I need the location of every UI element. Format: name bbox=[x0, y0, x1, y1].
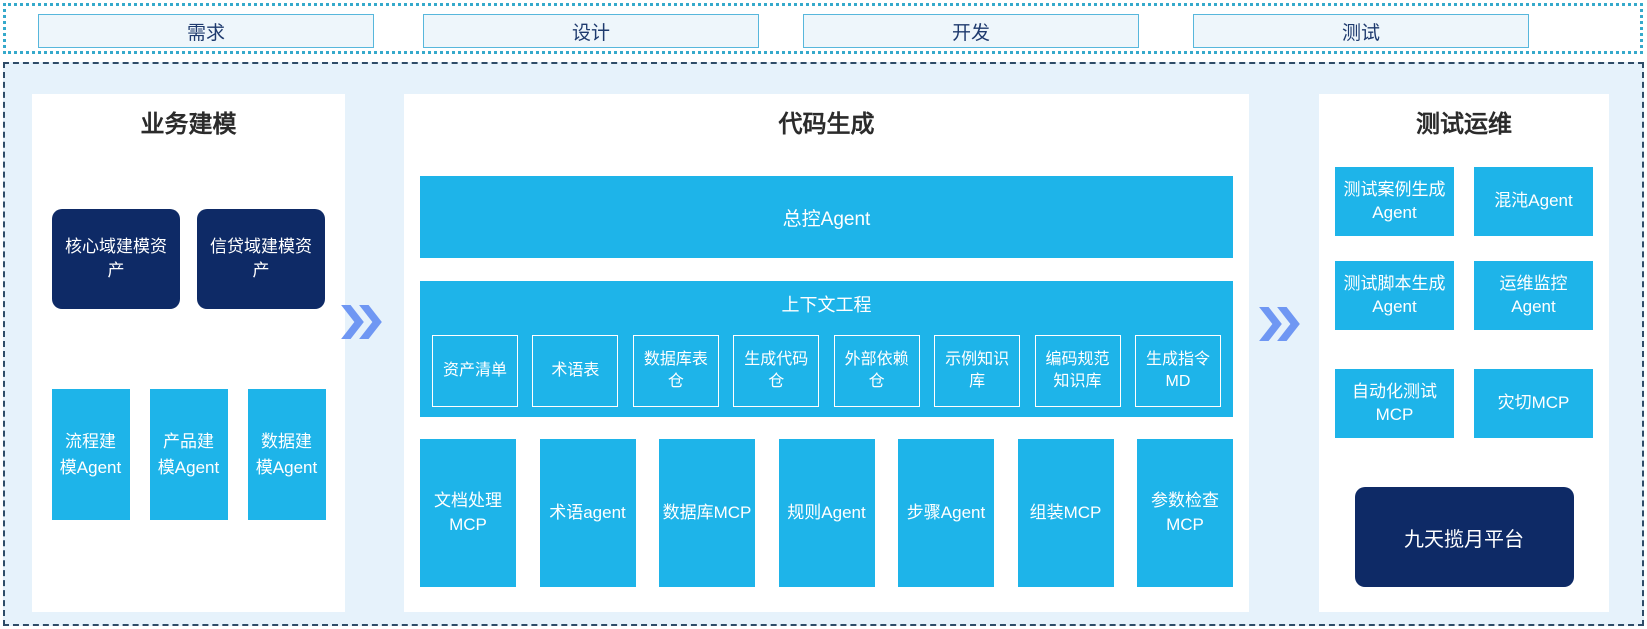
platform-jiutian-lanyue: 九天揽月平台 bbox=[1354, 487, 1574, 587]
box-chaos-agent: 混沌Agent bbox=[1474, 167, 1593, 236]
context-item-generated-code-repo: 生成代码仓 bbox=[733, 335, 820, 407]
box-disaster-switch-mcp: 灾切MCP bbox=[1474, 369, 1593, 438]
context-engineering-title: 上下文工程 bbox=[781, 295, 872, 315]
panel-test-ops: 测试运维 测试案例生成Agent 混沌Agent 测试脚本生成Agent 运维监… bbox=[1319, 94, 1609, 612]
panel-code-generation: 代码生成 总控Agent 上下文工程 资产清单 术语表 数据库表仓 生成代码仓 … bbox=[404, 94, 1249, 612]
tool-box-row: 文档处理MCP 术语agent 数据库MCP 规则Agent 步骤Agent 组… bbox=[420, 439, 1233, 587]
box-test-script-gen-agent: 测试脚本生成Agent bbox=[1335, 261, 1454, 330]
agent-product-modeling: 产品建模Agent bbox=[149, 389, 228, 520]
double-chevron-right-icon bbox=[339, 304, 383, 340]
test-ops-grid: 测试案例生成Agent 混沌Agent 测试脚本生成Agent 运维监控Agen… bbox=[1335, 167, 1593, 438]
context-item-glossary: 术语表 bbox=[532, 335, 619, 407]
box-automated-test-mcp: 自动化测试MCP bbox=[1335, 369, 1454, 438]
tool-param-check-mcp: 参数检查MCP bbox=[1137, 439, 1233, 587]
panel-title-business-modeling: 业务建模 bbox=[140, 111, 237, 138]
stage-development: 开发 bbox=[803, 14, 1139, 48]
panel-title-test-ops: 测试运维 bbox=[1416, 111, 1512, 138]
tool-terminology-agent: 术语agent bbox=[539, 439, 636, 587]
panel-title-code-generation: 代码生成 bbox=[778, 111, 875, 138]
agent-process-modeling: 流程建模Agent bbox=[51, 389, 130, 520]
box-ops-monitor-agent: 运维监控Agent bbox=[1474, 261, 1593, 330]
stage-design: 设计 bbox=[423, 14, 759, 48]
modeling-agent-row: 流程建模Agent 产品建模Agent 数据建模Agent bbox=[32, 389, 345, 520]
context-item-example-kb: 示例知识库 bbox=[934, 335, 1021, 407]
tool-doc-processing-mcp: 文档处理MCP bbox=[420, 439, 516, 587]
tool-rule-agent: 规则Agent bbox=[778, 439, 875, 587]
context-item-external-deps-repo: 外部依赖仓 bbox=[833, 335, 920, 407]
main-container: 业务建模 核心域建模资产 信贷域建模资产 流程建模Agent 产品建模Agent… bbox=[3, 62, 1644, 626]
stage-testing: 测试 bbox=[1193, 14, 1529, 48]
context-item-asset-list: 资产清单 bbox=[432, 335, 518, 407]
box-core-domain-modeling-assets: 核心域建模资产 bbox=[52, 209, 180, 309]
context-item-gen-instruction-md: 生成指令MD bbox=[1134, 335, 1221, 407]
tool-assembly-mcp: 组装MCP bbox=[1017, 439, 1114, 587]
context-engineering-container: 上下文工程 资产清单 术语表 数据库表仓 生成代码仓 外部依赖仓 示例知识库 编… bbox=[420, 281, 1233, 417]
asset-box-row: 核心域建模资产 信贷域建模资产 bbox=[32, 209, 345, 309]
context-item-coding-standards-kb: 编码规范知识库 bbox=[1034, 335, 1121, 407]
agent-data-modeling: 数据建模Agent bbox=[247, 389, 326, 520]
box-credit-domain-modeling-assets: 信贷域建模资产 bbox=[197, 209, 325, 309]
tool-step-agent: 步骤Agent bbox=[898, 439, 994, 587]
box-test-case-gen-agent: 测试案例生成Agent bbox=[1335, 167, 1454, 236]
double-chevron-right-icon bbox=[1257, 306, 1301, 342]
tool-database-mcp: 数据库MCP bbox=[659, 439, 755, 587]
context-item-db-table-repo: 数据库表仓 bbox=[632, 335, 719, 407]
box-master-control-agent: 总控Agent bbox=[420, 176, 1233, 258]
panel-business-modeling: 业务建模 核心域建模资产 信贷域建模资产 流程建模Agent 产品建模Agent… bbox=[32, 94, 345, 612]
context-item-row: 资产清单 术语表 数据库表仓 生成代码仓 外部依赖仓 示例知识库 编码规范知识库… bbox=[432, 335, 1221, 407]
stage-banner: 需求 设计 开发 测试 bbox=[3, 3, 1643, 54]
stage-requirements: 需求 bbox=[38, 14, 374, 48]
